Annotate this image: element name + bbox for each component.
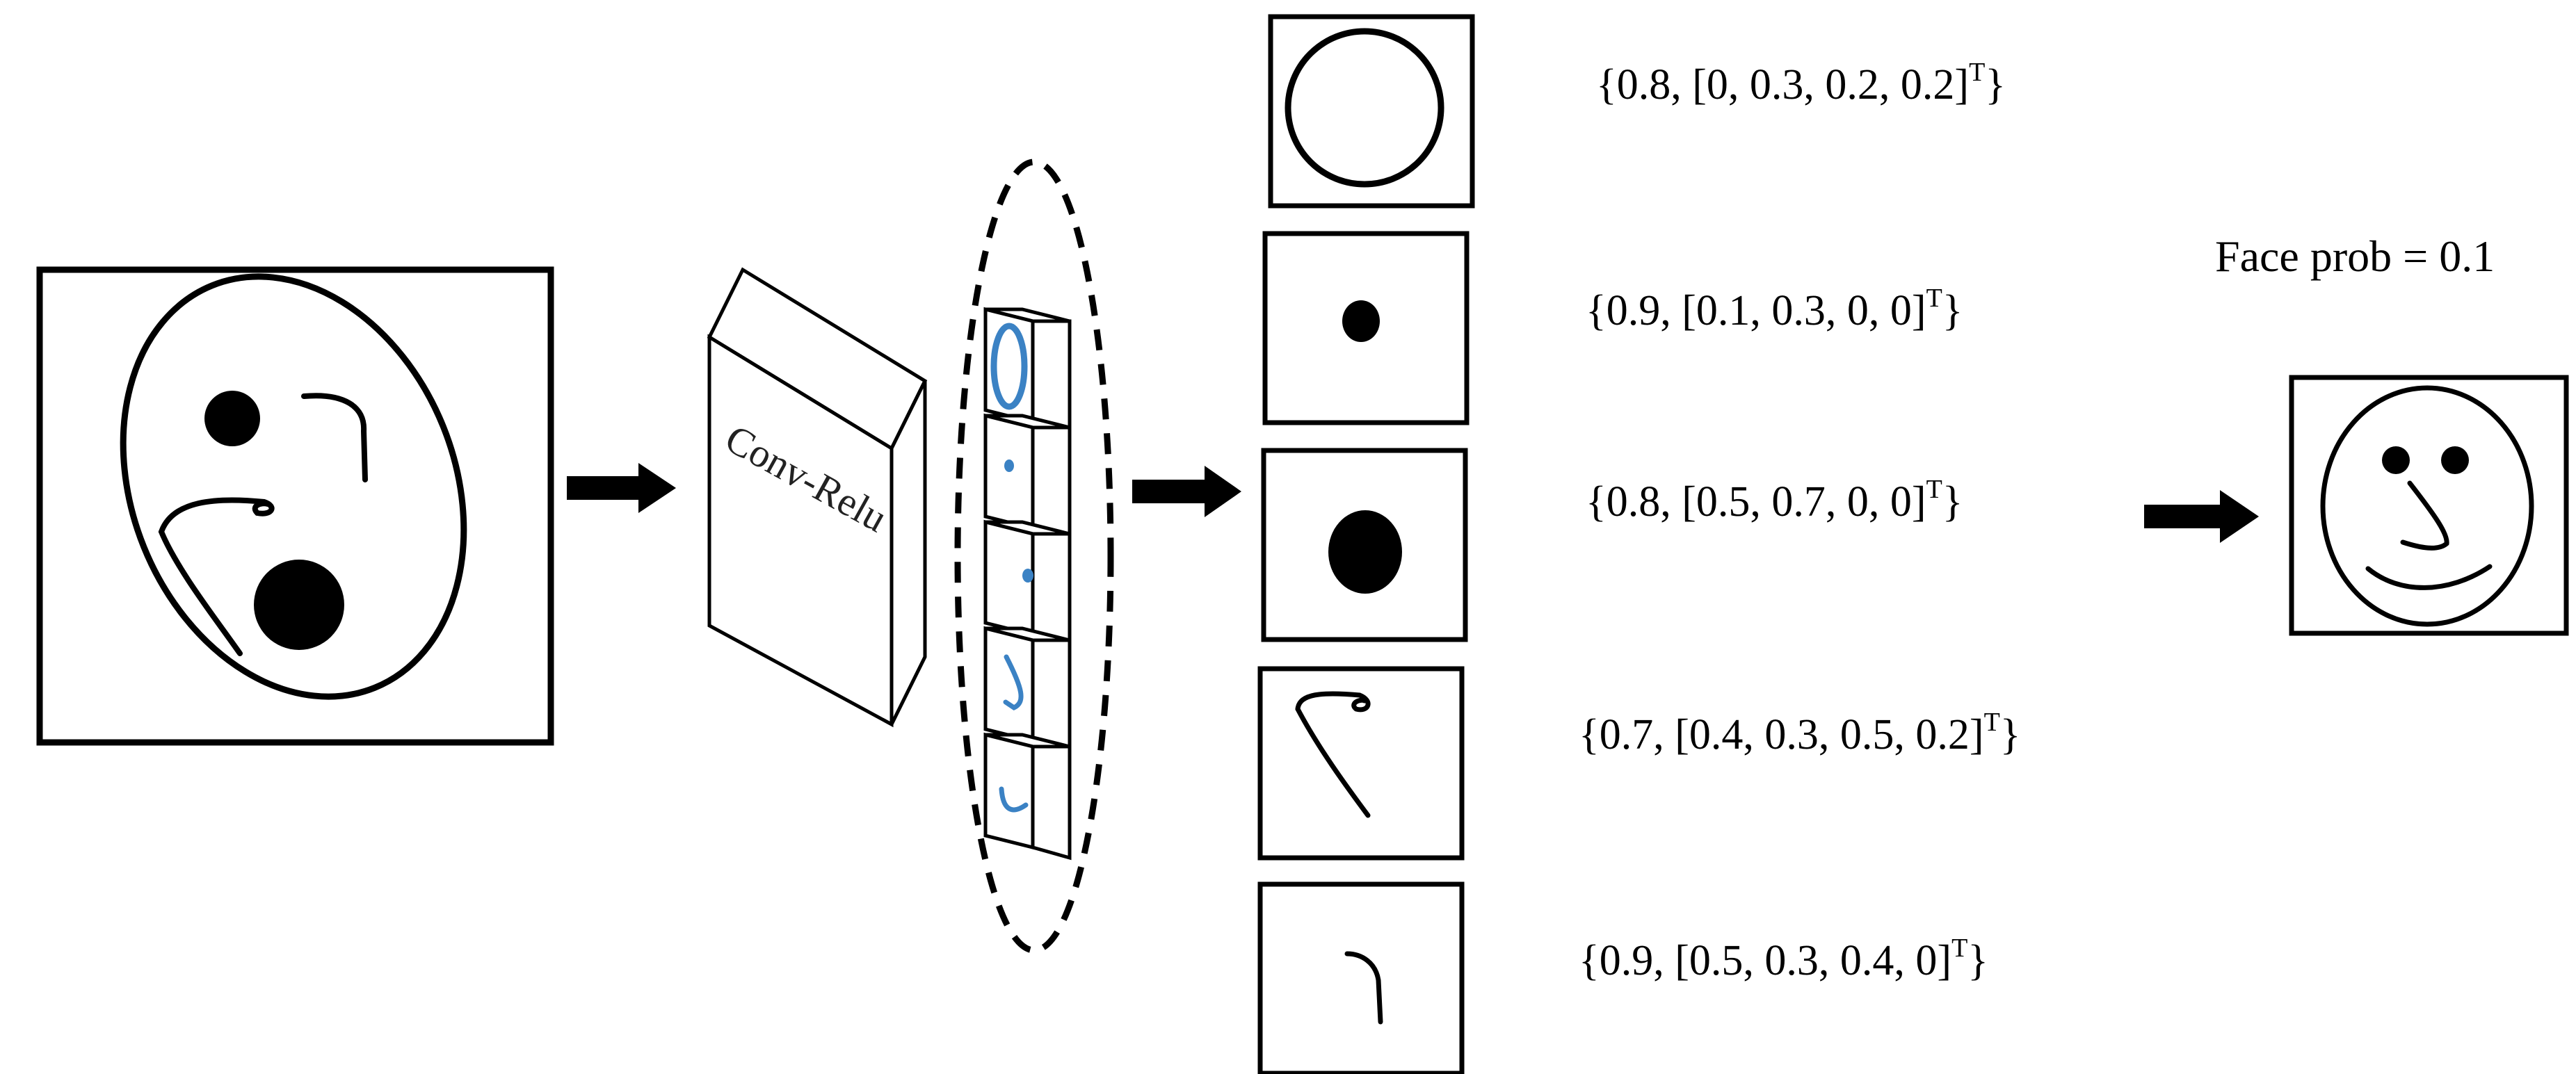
input-face-outline (120, 273, 467, 700)
feature-maps-dashed-outline (954, 158, 1114, 954)
feature-map-circle (983, 307, 1072, 435)
output-right-eye (2441, 446, 2469, 474)
arrow-head (1205, 466, 1241, 517)
output-face-outline (2320, 385, 2534, 627)
feature-output-label-2: {0.9, [0.1, 0.3, 0, 0]T} (1586, 284, 1963, 334)
arrow-shaft (567, 476, 643, 500)
feature-output-label-3: {0.8, [0.5, 0.7, 0, 0]T} (1586, 475, 1963, 526)
output-mouth (2365, 564, 2493, 590)
input-image (36, 266, 554, 746)
arrow-parts-to-output (2144, 490, 2259, 543)
input-nose-stroke (158, 497, 275, 656)
feature-output-label-4: {0.7, [0.4, 0.3, 0.5, 0.2]T} (1579, 708, 2021, 758)
input-small-eye-blob (204, 391, 260, 446)
conv-block-front (707, 334, 894, 728)
part-box-nose (1257, 666, 1465, 861)
input-hook-stroke (301, 393, 368, 482)
feature-map-small-dot (983, 413, 1072, 542)
arrow-featuremaps-to-parts (1132, 466, 1241, 517)
output-left-eye (2382, 446, 2410, 474)
conv-relu-block: Conv-Relu (707, 267, 928, 728)
output-face-image (2289, 375, 2569, 636)
arrow-head (2220, 490, 2259, 543)
arrow-shaft (2144, 505, 2224, 528)
part-box-mouth (1257, 881, 1465, 1074)
feature-map-mouth (983, 732, 1072, 861)
feature-maps-group (954, 158, 1114, 954)
arrow-head (638, 463, 676, 513)
output-nose (2400, 480, 2449, 551)
arrow-shaft (1132, 480, 1209, 503)
feature-output-label-5: {0.9, [0.5, 0.3, 0.4, 0]T} (1579, 934, 1988, 984)
input-image-frame (36, 266, 554, 746)
feature-output-label-1: {0.8, [0, 0.3, 0.2, 0.2]T} (1596, 58, 2006, 108)
part-box-large-eye (1261, 448, 1468, 642)
face-probability-label: Face prob = 0.1 (2215, 231, 2495, 281)
input-large-blob (254, 560, 344, 650)
arrow-input-to-conv (567, 463, 676, 513)
part-box-small-eye (1262, 231, 1470, 425)
feature-map-large-dot (983, 519, 1072, 648)
feature-map-nose (983, 626, 1072, 754)
part-box-head (1268, 14, 1475, 209)
